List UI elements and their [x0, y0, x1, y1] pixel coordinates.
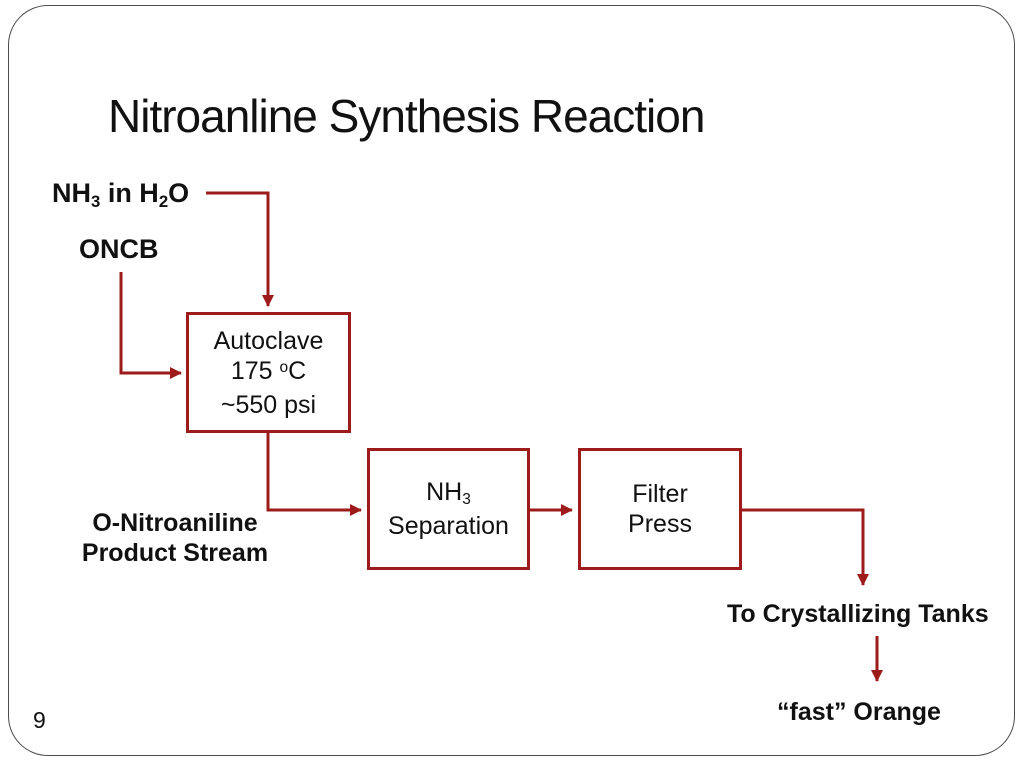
label-product-stream: O-Nitroaniline Product Stream [62, 508, 288, 568]
label-product-stream-line1: O-Nitroaniline [92, 509, 258, 537]
slide-title: Nitroanline Synthesis Reaction [108, 90, 705, 142]
process-box-filter-press: Filter Press [578, 448, 742, 570]
label-fast-orange: “fast” Orange [777, 698, 941, 726]
process-box-autoclave: Autoclave 175 oC ~550 psi [186, 312, 351, 433]
label-oncb: ONCB [79, 234, 159, 264]
nh3-separation-line2: Separation [388, 512, 509, 540]
label-nh3-in-h2o: NH3 in H2O [52, 178, 190, 211]
filter-press-line1: Filter [632, 480, 688, 508]
autoclave-pressure: ~550 psi [220, 390, 317, 419]
process-box-nh3-separation: NH3 Separation [367, 448, 530, 570]
slide-border [8, 5, 1015, 756]
page-number: 9 [33, 707, 46, 733]
nh3-separation-line1: NH3 [426, 478, 471, 509]
autoclave-temperature: 175 oC [230, 356, 307, 385]
autoclave-name: Autoclave [213, 326, 324, 355]
label-product-stream-line2: Product Stream [81, 539, 269, 567]
filter-press-line2: Press [628, 510, 692, 538]
label-to-crystallizing-tanks: To Crystallizing Tanks [727, 600, 989, 628]
